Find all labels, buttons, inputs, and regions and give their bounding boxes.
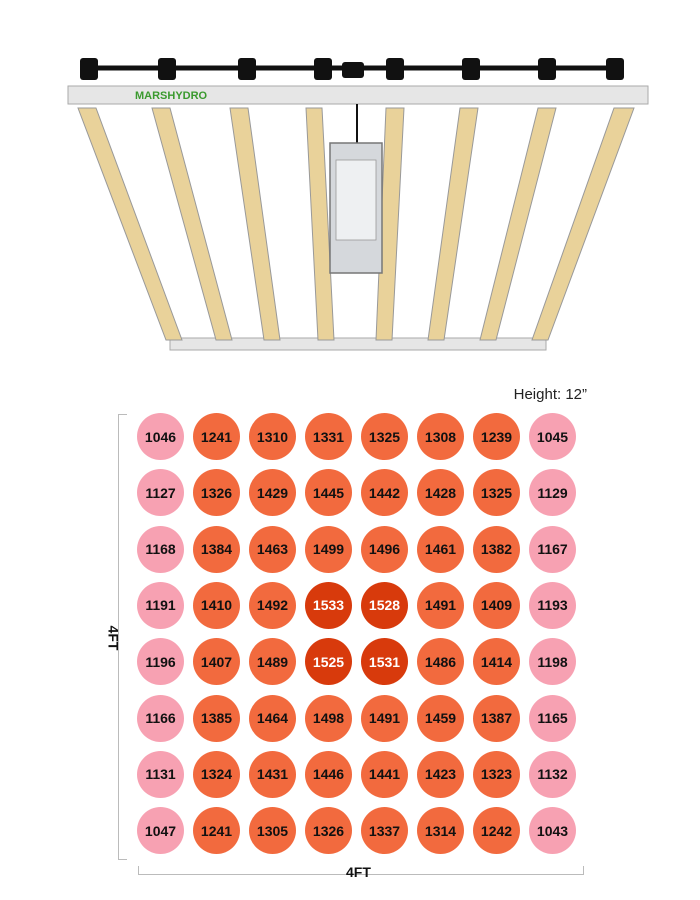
ppfd-cell: 1486 (417, 638, 464, 686)
ppfd-cell: 1166 (137, 694, 184, 742)
ppfd-cell: 1407 (193, 638, 240, 686)
ppfd-cell: 1428 (417, 469, 464, 517)
ppfd-cell: 1423 (417, 750, 464, 798)
ppfd-cell: 1331 (305, 413, 352, 460)
ppfd-cell: 1337 (361, 807, 408, 855)
ppfd-cell: 1496 (361, 525, 408, 573)
ppfd-cell: 1242 (473, 807, 520, 855)
mounting-height-label: Height: 12” (513, 386, 587, 403)
ppfd-cell: 1489 (249, 638, 296, 686)
ppfd-cell: 1198 (529, 638, 576, 686)
ppfd-cell: 1464 (249, 694, 296, 742)
ppfd-cell: 1305 (249, 807, 296, 855)
brand-logo: MARSHYDRO (135, 90, 208, 102)
ppfd-cell: 1499 (305, 525, 352, 573)
ppfd-cell: 1387 (473, 694, 520, 742)
bottom-frame (169, 337, 547, 351)
ppfd-cell: 1129 (529, 469, 576, 517)
ppfd-cell: 1045 (529, 413, 576, 460)
ppfd-cell: 1385 (193, 694, 240, 742)
ppfd-cell: 1193 (529, 581, 576, 629)
ppfd-cell: 1445 (305, 469, 352, 517)
ppfd-cell: 1168 (137, 525, 184, 573)
ppfd-cell: 1491 (361, 694, 408, 742)
ppfd-cell: 1491 (417, 581, 464, 629)
led-bars (77, 107, 635, 341)
depth-dimension-bracket (118, 414, 127, 860)
cable-connectors (80, 58, 624, 80)
ppfd-cell: 1463 (249, 525, 296, 573)
ppfd-cell: 1461 (417, 525, 464, 573)
ppfd-cell: 1191 (137, 581, 184, 629)
ppfd-cell: 1308 (417, 413, 464, 460)
width-dimension-label: 4FT (346, 864, 371, 880)
ppfd-cell: 1239 (473, 413, 520, 460)
ppfd-cell: 1459 (417, 694, 464, 742)
ppfd-cell: 1384 (193, 525, 240, 573)
ppfd-cell: 1498 (305, 694, 352, 742)
ppfd-cell: 1431 (249, 750, 296, 798)
ppfd-cell: 1326 (305, 807, 352, 855)
ppfd-cell: 1043 (529, 807, 576, 855)
ppfd-cell: 1326 (193, 469, 240, 517)
ppfd-cell: 1531 (361, 638, 408, 686)
ppfd-cell: 1241 (193, 807, 240, 855)
grow-light-illustration: MARSHYDRO (67, 58, 649, 351)
ppfd-cell: 1409 (473, 581, 520, 629)
ppfd-cell: 1442 (361, 469, 408, 517)
ppfd-cell: 1046 (137, 413, 184, 460)
ppfd-cell: 1382 (473, 525, 520, 573)
ppfd-cell: 1325 (473, 469, 520, 517)
ppfd-cell: 1492 (249, 581, 296, 629)
ppfd-cell: 1127 (137, 469, 184, 517)
ppfd-cell: 1410 (193, 581, 240, 629)
ppfd-cell: 1165 (529, 694, 576, 742)
ppfd-cell: 1196 (137, 638, 184, 686)
ppfd-cell: 1525 (305, 638, 352, 686)
ppfd-cell: 1325 (361, 413, 408, 460)
ppfd-cell: 1310 (249, 413, 296, 460)
ppfd-cell: 1414 (473, 638, 520, 686)
ppfd-cell: 1131 (137, 750, 184, 798)
ppfd-cell: 1441 (361, 750, 408, 798)
ppfd-cell: 1533 (305, 581, 352, 629)
ppfd-cell: 1429 (249, 469, 296, 517)
ppfd-cell: 1241 (193, 413, 240, 460)
ppfd-cell: 1446 (305, 750, 352, 798)
ppfd-cell: 1047 (137, 807, 184, 855)
width-dimension-bracket (138, 866, 584, 875)
ppfd-cell: 1324 (193, 750, 240, 798)
ppfd-cell: 1132 (529, 750, 576, 798)
ppfd-cell: 1528 (361, 581, 408, 629)
ppfd-cell: 1167 (529, 525, 576, 573)
ppfd-cell: 1323 (473, 750, 520, 798)
ppfd-cell: 1314 (417, 807, 464, 855)
depth-dimension-label: 4FT (105, 625, 122, 651)
